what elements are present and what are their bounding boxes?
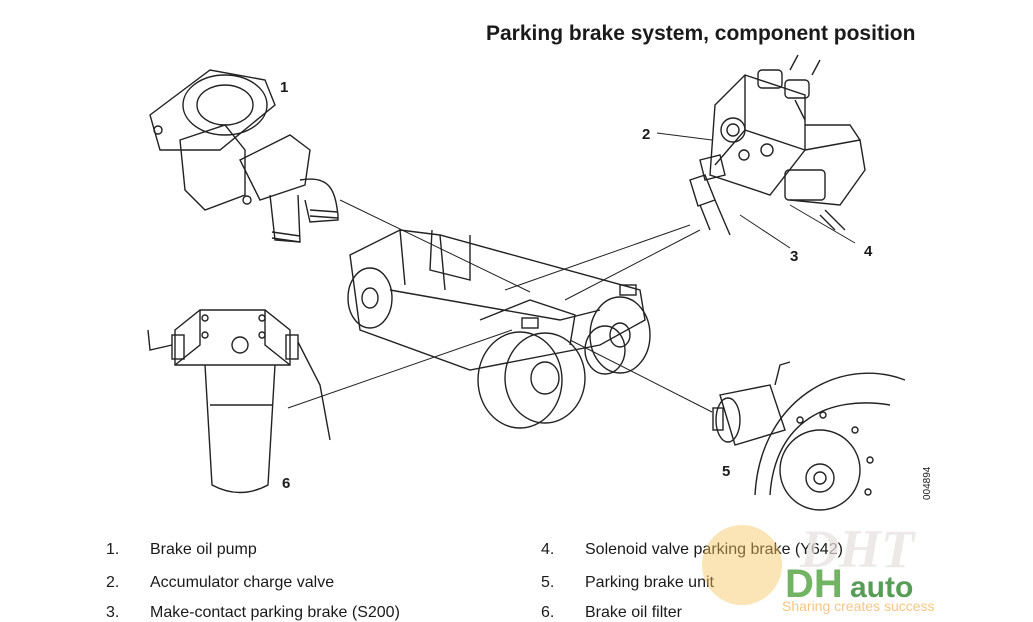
brake-oil-filter-illustration xyxy=(147,309,331,494)
legend-number: 5. xyxy=(541,574,555,591)
legend-label: Make-contact parking brake (S200) xyxy=(150,604,400,621)
legend-label: Solenoid valve parking brake (Y642) xyxy=(585,541,843,558)
callout-4: 4 xyxy=(864,243,873,260)
legend-label: Accumulator charge valve xyxy=(150,574,335,591)
callout-3: 3 xyxy=(790,248,798,265)
legend-number: 6. xyxy=(541,604,555,621)
legend-number: 3. xyxy=(106,604,120,621)
machine-chassis-illustration xyxy=(347,229,651,429)
legend-number: 4. xyxy=(541,541,555,558)
callout-5: 5 xyxy=(722,463,730,480)
leader-lines xyxy=(287,132,856,413)
callout-2: 2 xyxy=(642,126,650,143)
figure-id: 004894 xyxy=(922,466,933,500)
page-title: Parking brake system, component position xyxy=(486,22,916,45)
legend-label: Parking brake unit xyxy=(585,574,714,591)
legend-label: Brake oil filter xyxy=(585,604,682,621)
callout-1: 1 xyxy=(280,79,288,96)
callout-6: 6 xyxy=(282,475,290,492)
parking-brake-unit-illustration xyxy=(712,361,906,511)
legend-label: Brake oil pump xyxy=(150,541,257,558)
legend-number: 1. xyxy=(106,541,120,558)
legend-number: 2. xyxy=(106,574,120,591)
brake-oil-pump-illustration xyxy=(149,69,339,243)
valve-block-illustration xyxy=(689,54,866,236)
